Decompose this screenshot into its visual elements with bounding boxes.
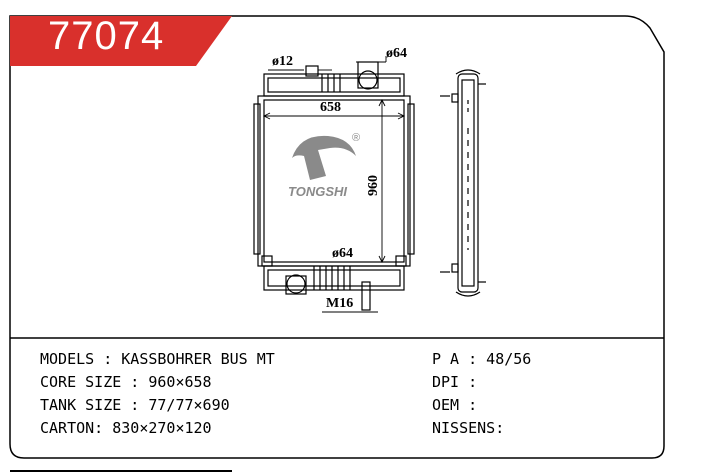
card-border [9,15,665,459]
dim-pipe-top-label: ø64 [386,46,407,61]
spec-tank-size: TANK SIZE : 77/77×690 [40,396,230,414]
dim-pipe-bottom-label: ø64 [332,246,353,261]
spec-models: MODELS : KASSBOHRER BUS MT [40,350,275,368]
spec-core-size: CORE SIZE : 960×658 [40,373,212,391]
spec-pa: P A : 48/56 [432,350,532,368]
registered-mark: ® [352,132,361,144]
dim-width-label: 658 [320,100,341,115]
part-number-badge [10,16,232,66]
dim-pipe-small-label: ø12 [272,54,293,69]
dim-thread-label: M16 [326,296,354,311]
brand-logo-text: TONGSHI [288,184,347,199]
part-number: 77074 [48,14,165,58]
spec-oem: OEM : [432,396,478,414]
dimension-lines [262,56,406,313]
dim-height-label: 960 [366,175,381,196]
tongshi-logo [292,135,356,180]
spec-carton: CARTON: 830×270×120 [40,419,212,437]
radiator-side-view [440,69,486,297]
spec-dpi: DPI : [432,373,478,391]
logo-swoosh-icon [292,135,356,180]
spec-nissens: NISSENS: [432,419,505,437]
